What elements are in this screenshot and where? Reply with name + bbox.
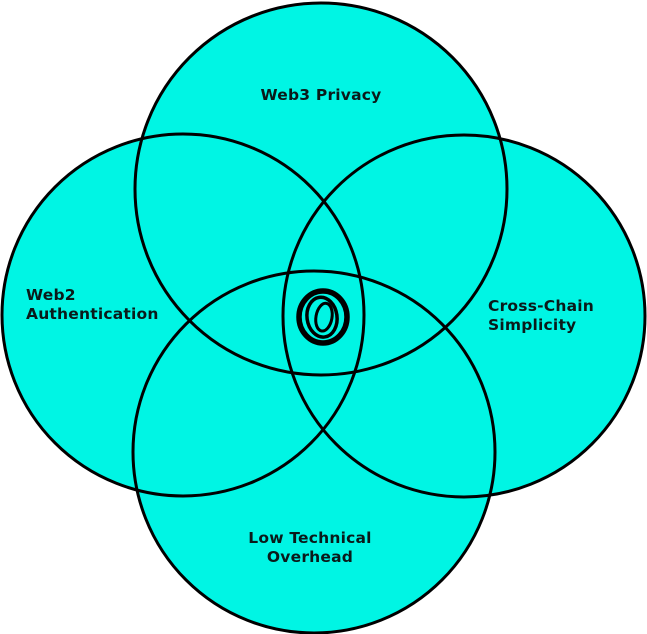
label-line: Overhead xyxy=(267,548,353,566)
label-top: Web3 Privacy xyxy=(261,86,382,104)
label-line: Authentication xyxy=(26,305,159,323)
label-line: Cross-Chain xyxy=(488,297,594,315)
label-line: Web3 Privacy xyxy=(261,86,382,104)
circle-outline-top xyxy=(133,1,509,377)
concentric-loop-logo-icon xyxy=(296,288,350,346)
label-line: Simplicity xyxy=(488,316,576,334)
label-line: Web2 xyxy=(26,286,76,304)
circle-outline-right xyxy=(281,133,647,499)
label-line: Low Technical xyxy=(248,529,371,547)
circle-outline-bottom xyxy=(131,269,497,634)
circle-bottom xyxy=(133,271,495,633)
circle-outline-left xyxy=(0,132,366,498)
